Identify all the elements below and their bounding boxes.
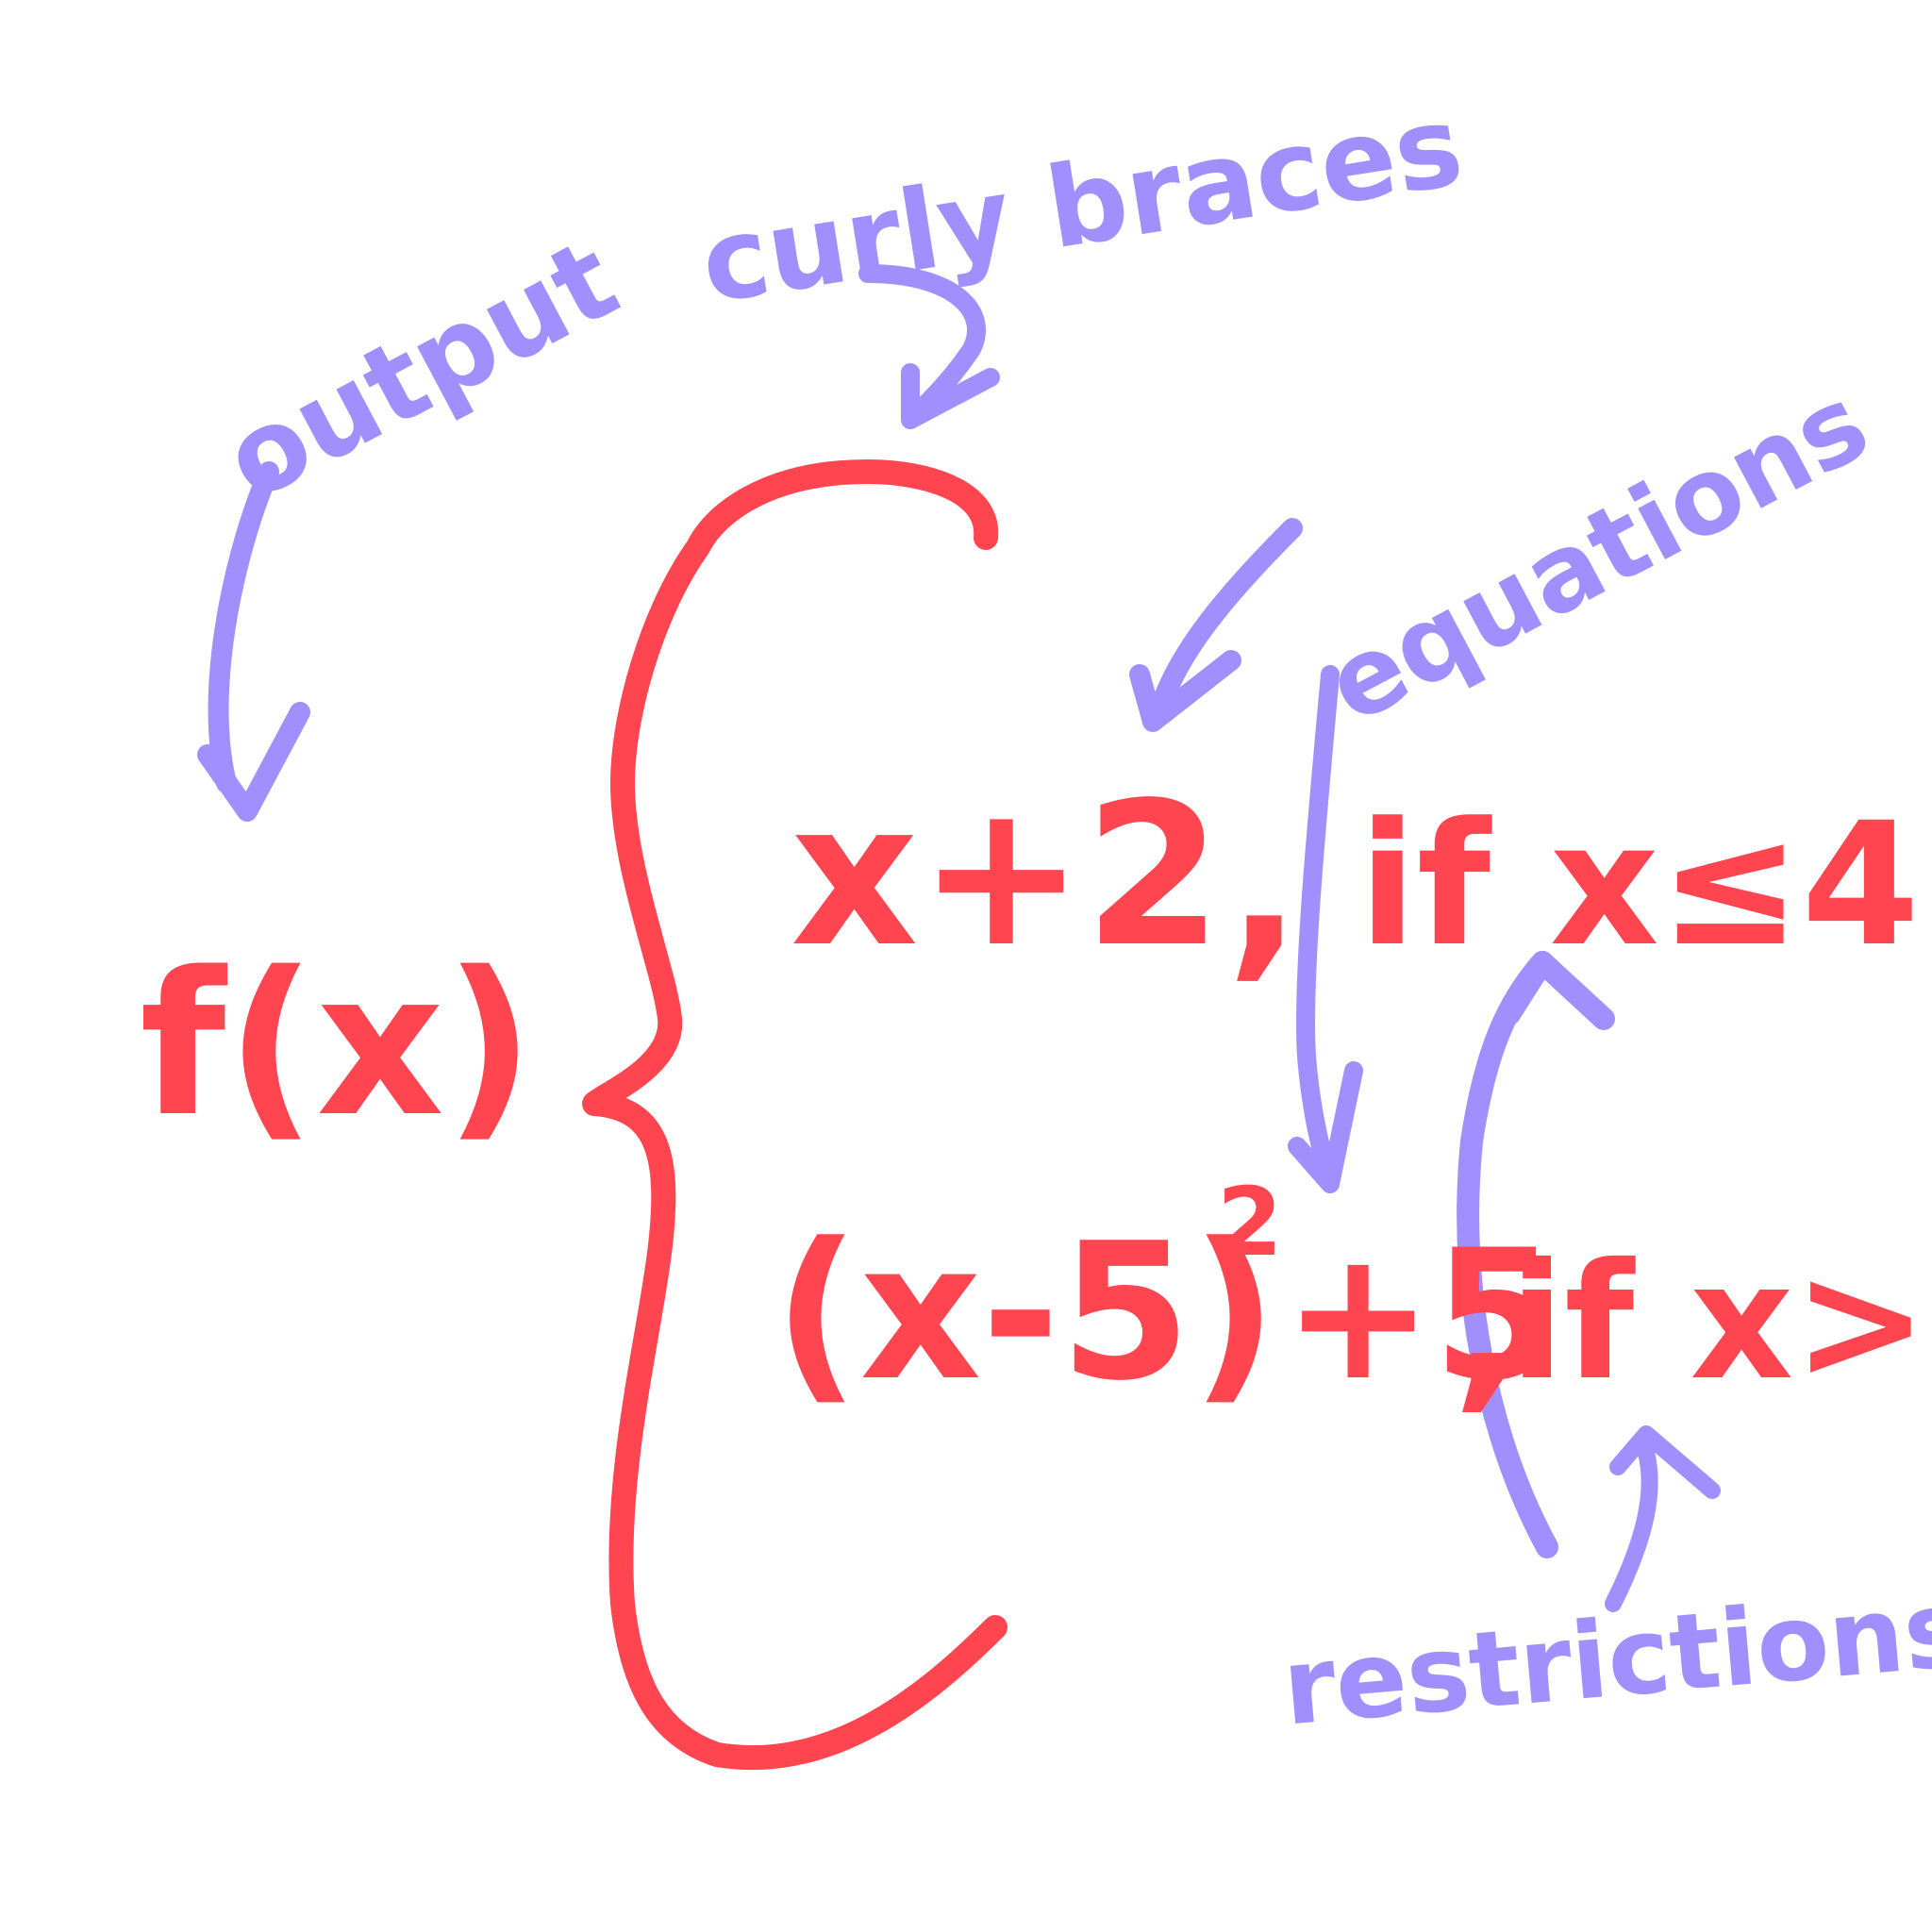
case-2-equation-base: (x-5)	[774, 1203, 1277, 1423]
case-connector-arrow-icon	[1288, 665, 1363, 1193]
restrictions-arrow-lower-icon	[1605, 1425, 1721, 1612]
curly-braces-arrow-icon	[858, 264, 1000, 429]
case-2-exponent: 2	[1217, 1167, 1283, 1277]
function-label: f(x)	[140, 929, 535, 1160]
case-2-separator: ,	[1453, 1221, 1521, 1429]
annotation-curly-braces: curly braces	[692, 80, 1471, 328]
case-1-separator: ,	[1226, 769, 1302, 1000]
equations-arrow-icon	[1129, 518, 1303, 732]
curly-brace-icon	[582, 459, 1008, 1771]
case-1-condition: if x≤4	[1358, 787, 1920, 984]
case-2-condition: if x>4	[1509, 1229, 1932, 1416]
annotation-restrictions: restrictions	[1278, 1568, 1932, 1750]
output-arrow-icon	[197, 461, 310, 822]
annotation-equations: equations	[1307, 362, 1887, 748]
case-2-equation-rest: +5	[1283, 1211, 1557, 1420]
case-1-equation: x+2	[791, 759, 1223, 991]
restrictions-arrow-upper-icon	[1457, 951, 1615, 1558]
